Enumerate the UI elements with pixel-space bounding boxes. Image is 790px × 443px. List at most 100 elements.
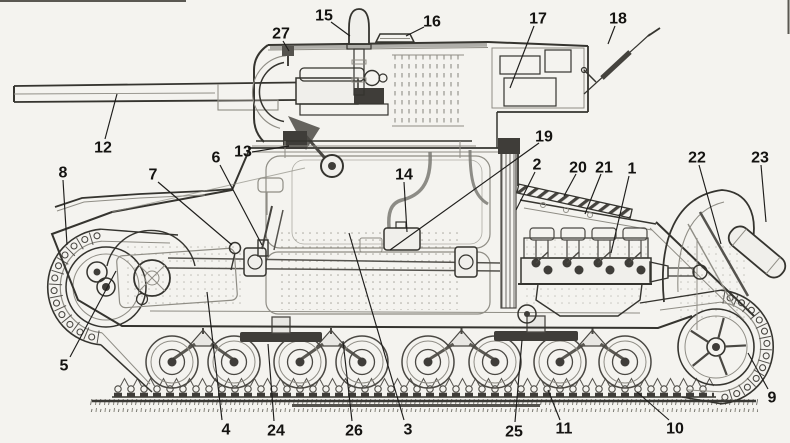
track-horn: [393, 377, 402, 387]
cooling-fan: [662, 189, 755, 307]
radio-antenna: [580, 27, 661, 95]
track-horn: [185, 377, 194, 387]
callout-label-12: 12: [94, 140, 112, 157]
antenna-base-tube: [600, 50, 632, 80]
callout-leader-6: [219, 164, 263, 246]
track-pin: [556, 385, 564, 393]
leaf-spring: [494, 331, 578, 341]
spring-bracket: [526, 315, 546, 333]
steering-lever: [261, 205, 273, 250]
track-horn: [549, 377, 558, 387]
road-wheel-hub: [220, 348, 248, 376]
track-horn: [627, 377, 636, 387]
track-pin: [244, 385, 252, 393]
track-pin: [752, 374, 760, 382]
idler-spoke: [717, 354, 728, 376]
track-horn: [328, 377, 337, 387]
callout-leader-21: [584, 173, 602, 215]
callout-leader-1: [610, 175, 630, 254]
callout-label-9: 9: [768, 390, 777, 407]
track-horn: [354, 377, 363, 387]
oil-pan: [535, 283, 643, 317]
track-pin: [543, 385, 551, 393]
track-pin: [760, 327, 769, 335]
callout-leader-23: [760, 164, 767, 223]
track-horn: [380, 377, 389, 387]
callout-leader-17: [509, 25, 535, 89]
track-horn: [172, 377, 181, 387]
track-tooth: [54, 305, 67, 312]
track-horn: [692, 377, 701, 387]
track-horn: [562, 377, 571, 387]
bogie-arm: [171, 342, 196, 362]
track-pin: [400, 385, 408, 393]
gun-breech: [295, 77, 359, 105]
oil-tank: [383, 227, 421, 251]
callout-leader-25: [514, 339, 523, 423]
track-horn: [198, 377, 207, 387]
track-pin: [257, 385, 265, 393]
rocker-arm: [597, 251, 611, 264]
track-tooth: [746, 377, 756, 387]
track-horn: [523, 377, 532, 387]
track-tooth: [759, 348, 772, 351]
callout-leader-13: [251, 145, 290, 153]
track-tooth: [71, 321, 80, 333]
track-horn: [120, 377, 129, 387]
track-pin: [452, 385, 460, 393]
callout-label-2: 2: [533, 157, 542, 174]
turret-roof: [267, 41, 489, 46]
road-wheel-axle: [555, 357, 565, 367]
track-pin: [699, 385, 707, 393]
track-tooth: [51, 269, 65, 275]
drive-shaft: [167, 257, 501, 264]
road-wheel-axle: [357, 357, 367, 367]
track-pin: [93, 232, 101, 240]
road-wheel-rim: [603, 340, 647, 384]
hull: [50, 147, 755, 330]
track-pin: [231, 385, 239, 393]
track-pin: [153, 385, 161, 393]
road-wheel-rim: [473, 340, 517, 384]
track-horn: [588, 377, 597, 387]
breech-block: [354, 88, 384, 104]
track-pin: [166, 385, 174, 393]
track-pin: [322, 385, 330, 393]
road-wheel-axle: [423, 357, 433, 367]
track-tooth: [49, 294, 63, 299]
callout-leader-9: [747, 352, 769, 390]
callout-leader-19: [389, 142, 540, 251]
callout-label-6: 6: [212, 150, 221, 167]
callout-label-25: 25: [505, 424, 523, 441]
track-pin: [647, 385, 655, 393]
callout-leader-20: [563, 173, 577, 197]
road-wheel-rim: [406, 340, 450, 384]
callout-leader-12: [104, 93, 118, 140]
callout-leaders: [62, 21, 769, 423]
gun-cradle: [299, 103, 389, 116]
track-tooth: [738, 384, 746, 396]
track-pin: [114, 385, 122, 393]
track-pin: [309, 385, 317, 393]
track-tooth: [759, 335, 772, 340]
track-horn: [237, 377, 246, 387]
callout-label-17: 17: [529, 11, 547, 28]
fuel-pipe: [387, 151, 432, 229]
road-wheel-axle: [229, 357, 239, 367]
track-pin: [88, 333, 96, 341]
bogie-bracket: [577, 329, 608, 347]
callout-label-16: 16: [423, 14, 441, 31]
hull-interior: [86, 138, 520, 315]
callout-leader-14: [403, 181, 408, 233]
scan-artifacts: [0, 0, 790, 34]
track-tooth: [76, 237, 84, 250]
turret-traverse-gearbox: [283, 131, 307, 149]
track-pin: [270, 385, 278, 393]
track-horn: [406, 377, 415, 387]
track-pin: [686, 385, 694, 393]
track-pin: [426, 385, 434, 393]
track-pin: [733, 390, 741, 398]
callout-label-1: 1: [628, 161, 637, 178]
track-pin: [569, 385, 577, 393]
